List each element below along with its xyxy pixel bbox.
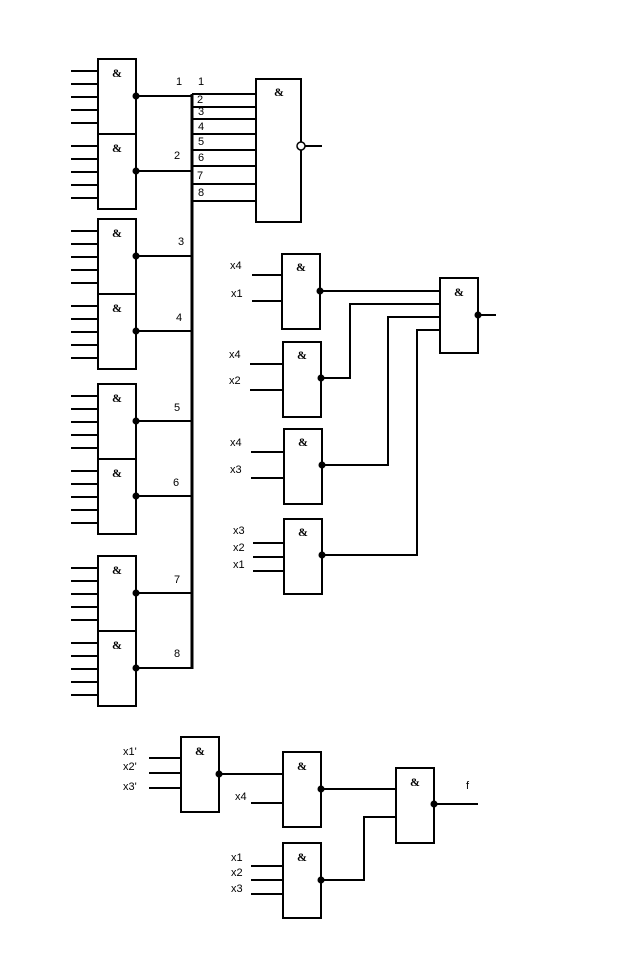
and-gate-2: [97, 133, 137, 210]
bus-label: 4: [176, 312, 182, 324]
input-label: x3: [231, 883, 243, 895]
gate-symbol: &: [112, 301, 122, 315]
gate-symbol: &: [297, 348, 307, 362]
input-label: x1: [233, 559, 245, 571]
bottom-circuit: & x1' x2' x3' & x4 & x1 x2 x3 & f: [123, 736, 478, 919]
input-label: x3: [233, 525, 245, 537]
and-gate-x3-x2-x1: [283, 518, 323, 595]
middle-circuit: & x4 x1 & x4 x2 & x4 x3 & x3 x2 x1 &: [229, 253, 496, 595]
bus-label: 2: [174, 150, 180, 162]
input-label: x4: [235, 791, 247, 803]
nand-input-label: 2: [197, 94, 203, 106]
wire: [322, 316, 440, 466]
input-label: x3': [123, 781, 137, 793]
wire: [322, 329, 440, 556]
output-label: f: [466, 780, 470, 792]
inversion-bubble: [296, 141, 306, 151]
bus-label: 5: [174, 402, 180, 414]
gate-symbol: &: [298, 525, 308, 539]
input-label: x4: [230, 260, 242, 272]
nand-input-label: 1: [198, 76, 204, 88]
and-gate-x4-x3: [283, 428, 323, 505]
gate-symbol: &: [410, 775, 420, 789]
gate-symbol: &: [454, 285, 464, 299]
junction-dots: [132, 92, 140, 672]
nand-input-wires: [192, 93, 256, 202]
output-wires: [136, 95, 192, 669]
gate-symbol: &: [195, 744, 205, 758]
bus-label: 8: [174, 648, 180, 660]
left-and-gate-column: & & & & & & & &: [71, 58, 192, 707]
and-gate-x4-x2: [282, 341, 322, 418]
nand-input-label: 6: [198, 152, 204, 164]
bus-label: 3: [178, 236, 184, 248]
gate-symbol: &: [296, 260, 306, 274]
gate-symbol: &: [112, 141, 122, 155]
gate-symbol: &: [297, 759, 307, 773]
gate-symbol: &: [112, 466, 122, 480]
input-label: x1': [123, 746, 137, 758]
bus-label: 6: [173, 477, 179, 489]
gate-symbol: &: [298, 435, 308, 449]
gate-symbol: &: [112, 391, 122, 405]
input-label: x4: [230, 437, 242, 449]
input-label: x2: [231, 867, 243, 879]
input-label: x3: [230, 464, 242, 476]
input-label: x1: [231, 852, 243, 864]
wire: [321, 816, 396, 881]
gate-symbol: &: [112, 226, 122, 240]
nand-input-label: 5: [198, 136, 204, 148]
gate-symbol: &: [112, 66, 122, 80]
nand-input-label: 3: [198, 106, 204, 118]
input-label: x1: [231, 288, 243, 300]
and-gate-with-x4: [282, 751, 322, 828]
nand-input-label: 7: [197, 170, 203, 182]
gate-symbol: &: [297, 850, 307, 864]
bus-label: 1: [176, 76, 182, 88]
wire: [321, 303, 440, 379]
bus-label: 7: [174, 574, 180, 586]
input-label: x2': [123, 761, 137, 773]
nand-gate-8-input: & 1 2 3 4 5 6 7 8: [192, 76, 322, 223]
input-stubs: [71, 70, 98, 696]
and-gate-x1-x2-x3: [282, 842, 322, 919]
input-label: x2: [233, 542, 245, 554]
nand-gate-box: [255, 78, 302, 223]
input-label: x2: [229, 375, 241, 387]
input-label: x4: [229, 349, 241, 361]
nand-input-label: 4: [198, 121, 204, 133]
gate-symbol: &: [112, 563, 122, 577]
gate-symbol: &: [112, 638, 122, 652]
gate-symbol: &: [274, 85, 284, 99]
nand-input-label: 8: [198, 187, 204, 199]
